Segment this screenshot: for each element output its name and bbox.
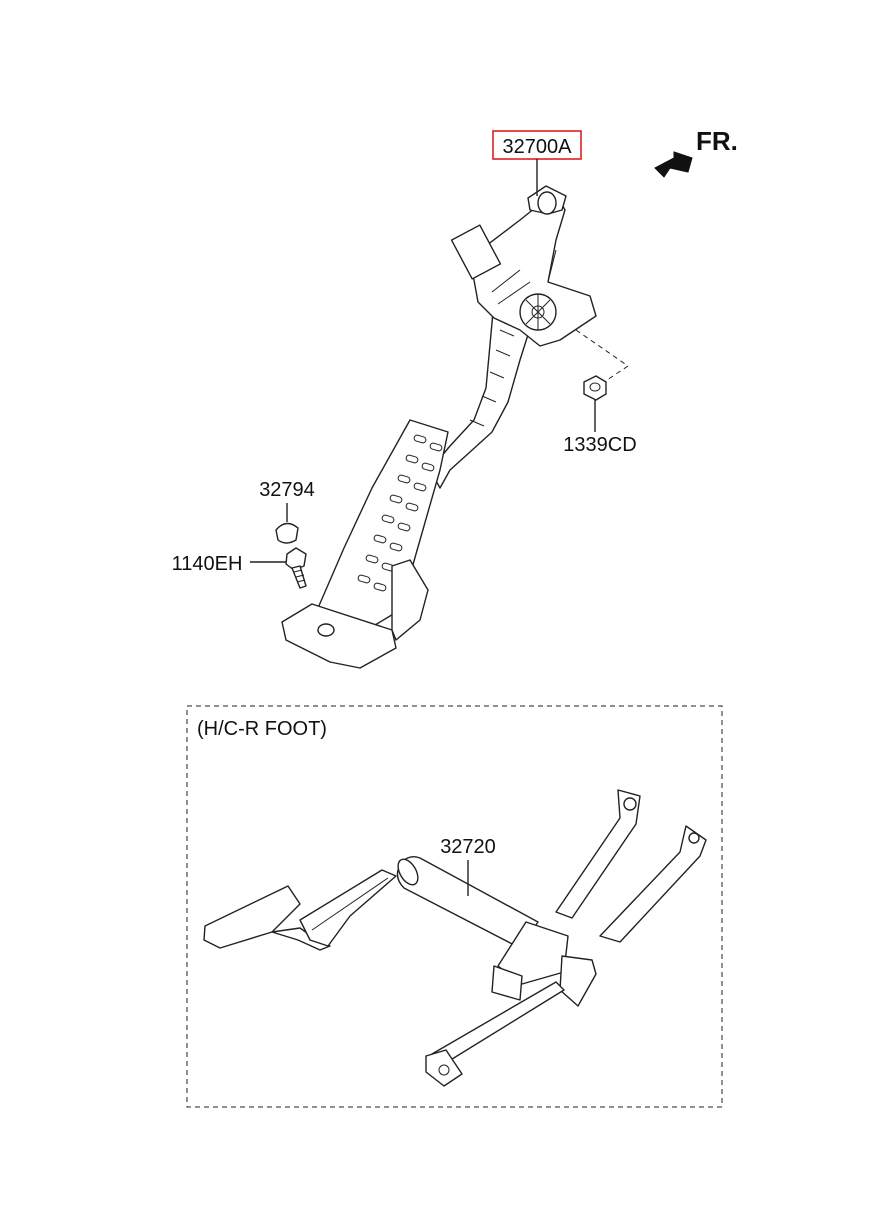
part-label-1339cd: 1339CD bbox=[563, 434, 636, 456]
front-direction-label: FR. bbox=[696, 126, 738, 156]
front-direction-indicator: FR. bbox=[654, 126, 738, 178]
pedal-assembly-drawing bbox=[281, 185, 597, 669]
rhd-inset: (H/C-R FOOT) bbox=[186, 705, 723, 1108]
rhd-pedal-drawing bbox=[203, 789, 707, 1087]
part-label-32720: 32720 bbox=[440, 836, 496, 858]
callout-1339cd[interactable]: 1339CD bbox=[563, 329, 637, 456]
part-label-1140eh: 1140EH bbox=[172, 553, 243, 575]
part-label-32700a: 32700A bbox=[503, 136, 573, 158]
callout-32700a[interactable]: 32700A bbox=[492, 130, 582, 196]
callout-32720[interactable]: 32720 bbox=[440, 836, 496, 896]
cap-icon bbox=[275, 522, 299, 544]
callout-32794[interactable]: 32794 bbox=[259, 479, 315, 544]
callout-1140eh[interactable]: 1140EH bbox=[172, 547, 307, 589]
nut-icon bbox=[583, 375, 607, 401]
inset-title: (H/C-R FOOT) bbox=[197, 718, 327, 740]
part-label-32794: 32794 bbox=[259, 479, 315, 501]
bolt-icon bbox=[285, 547, 307, 589]
front-arrow-icon bbox=[654, 151, 693, 178]
